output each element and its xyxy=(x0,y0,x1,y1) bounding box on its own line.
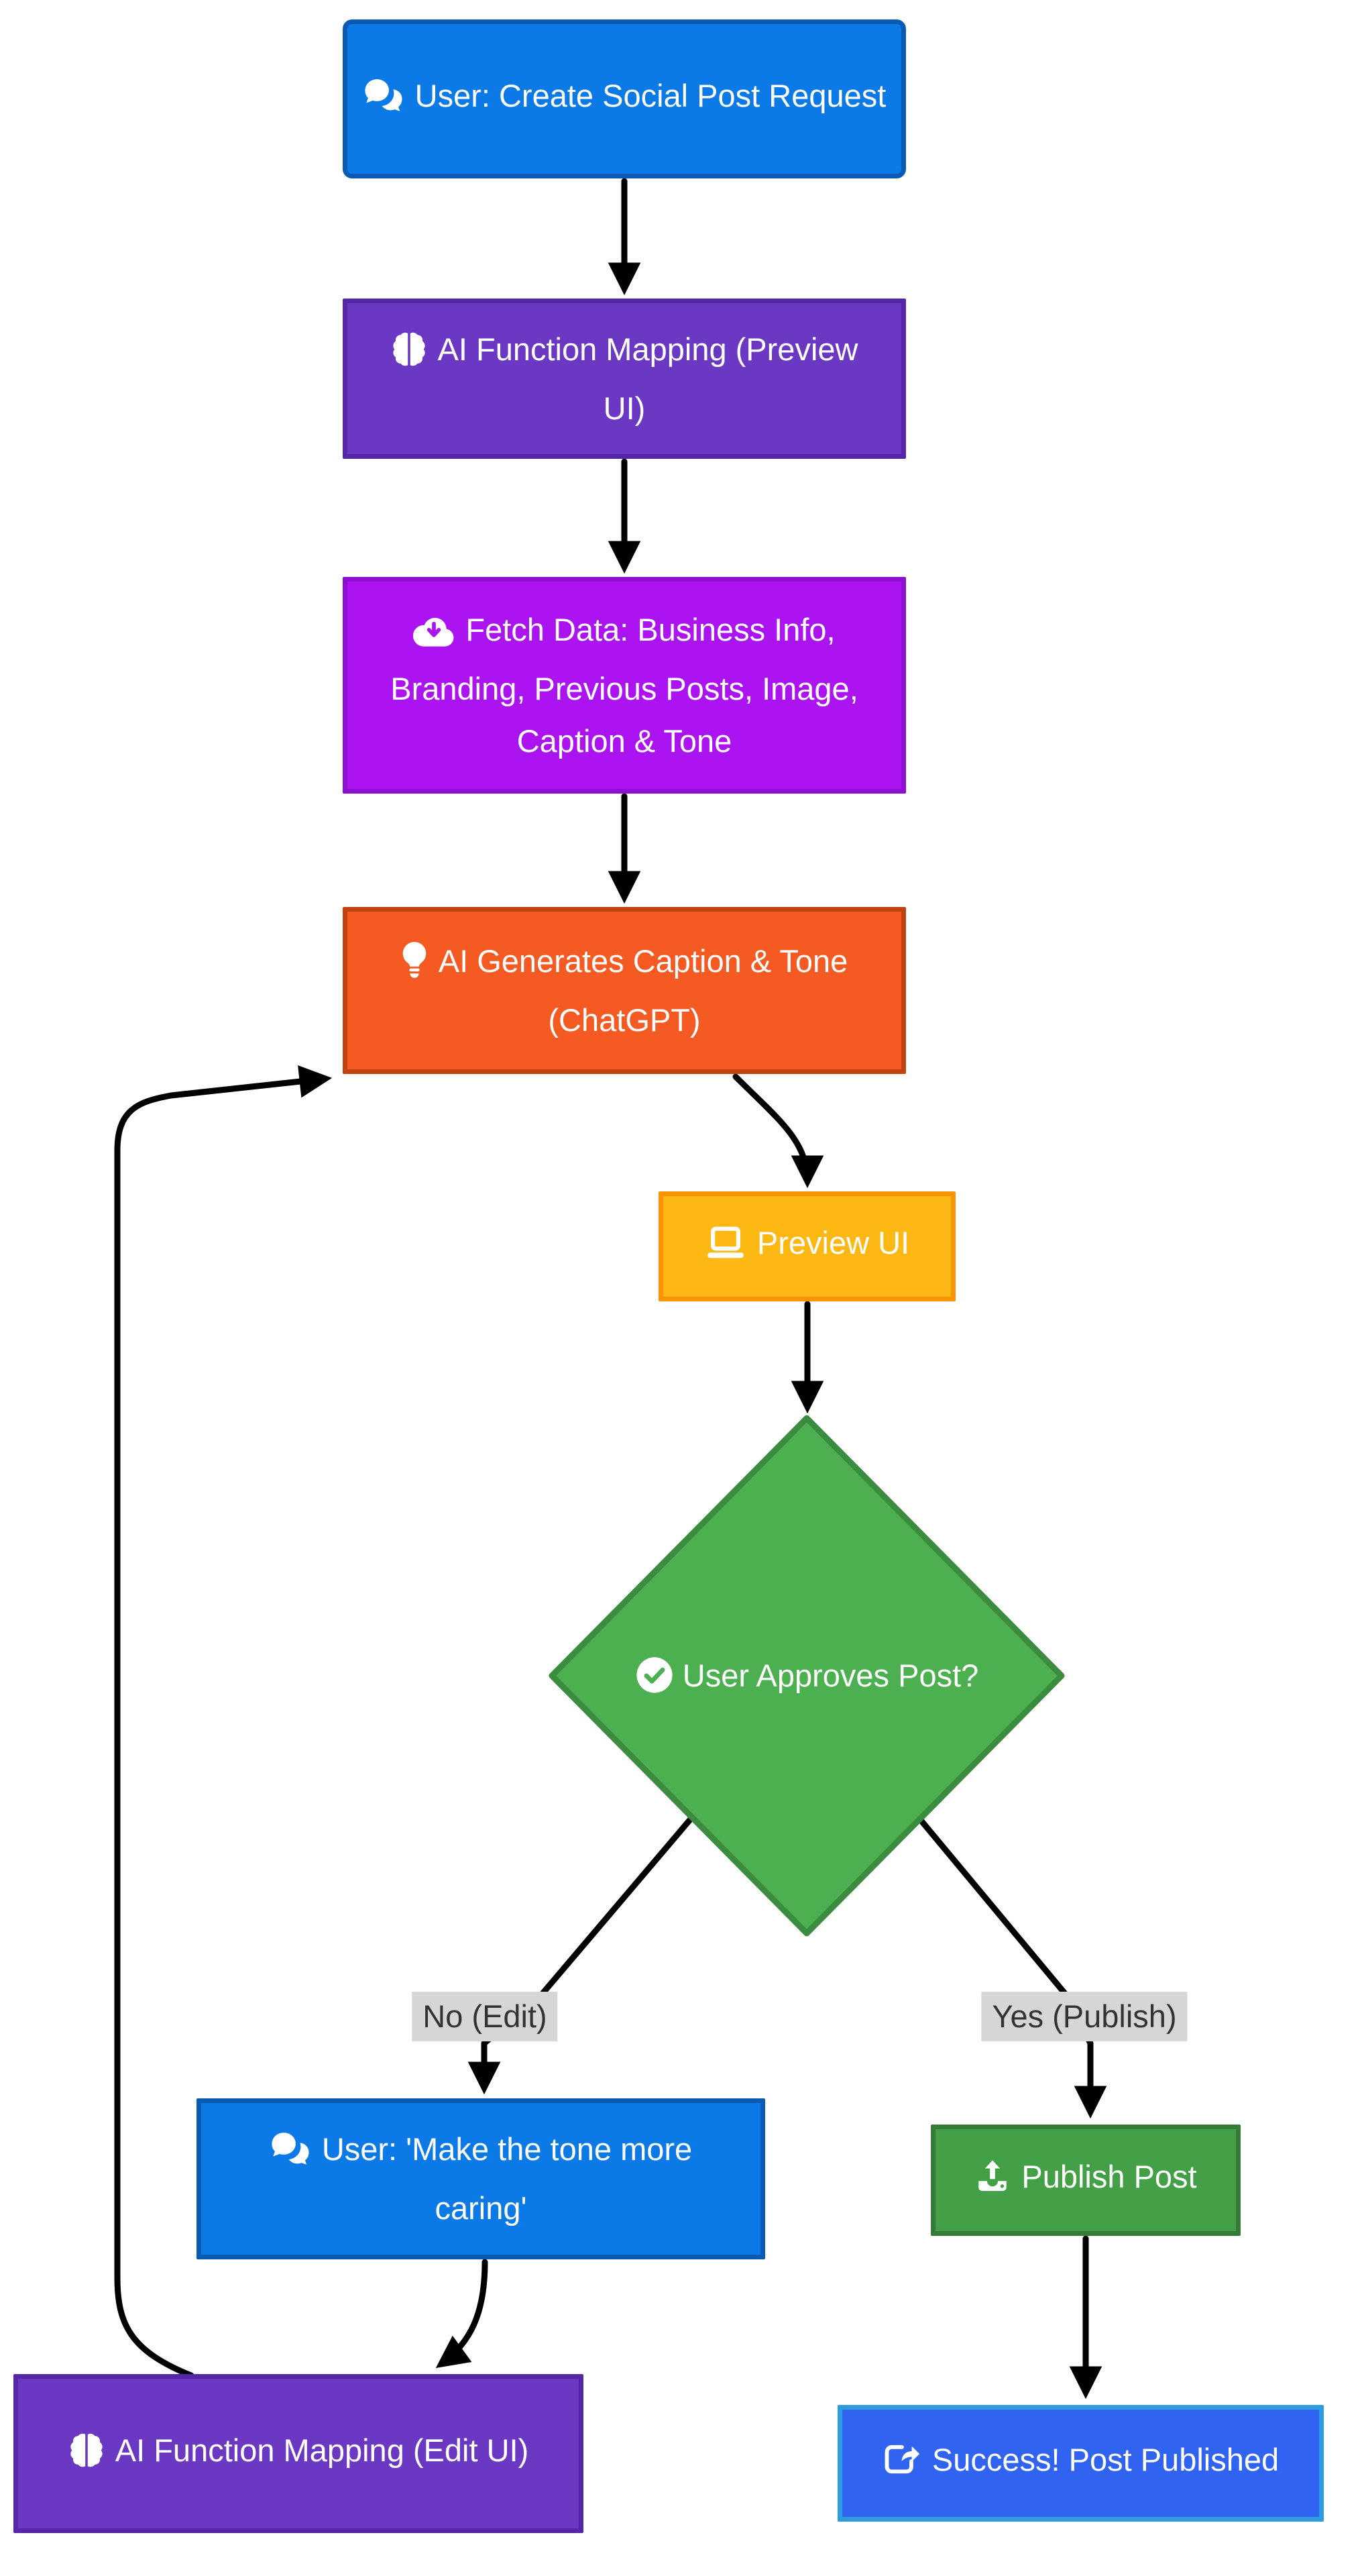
check-circle-icon xyxy=(635,1657,683,1701)
edge-decision-no xyxy=(467,1814,695,2095)
node-request: User: Create Social Post Request xyxy=(343,19,906,178)
node-fetch-data-label: Fetch Data: Business Info, Branding, Pre… xyxy=(390,611,858,759)
node-fetch-data-content: Fetch Data: Business Info, Branding, Pre… xyxy=(363,604,885,767)
node-mapping-preview-content: AI Function Mapping (Preview UI) xyxy=(367,323,881,435)
node-mapping-edit: AI Function Mapping (Edit UI) xyxy=(13,2374,583,2533)
node-publish-post: Publish Post xyxy=(931,2125,1241,2236)
node-preview-ui: Preview UI xyxy=(659,1191,956,1301)
node-edit-request: User: 'Make the tone more caring' xyxy=(196,2098,765,2259)
edge-decision-yes xyxy=(917,1816,1107,2119)
edge-loop-to-generate xyxy=(114,1065,333,2379)
upload-icon xyxy=(974,2157,1011,2210)
node-preview-ui-label: Preview UI xyxy=(756,1225,910,1260)
node-generate-caption-label: AI Generates Caption & Tone (ChatGPT) xyxy=(438,943,848,1038)
node-mapping-preview: AI Function Mapping (Preview UI) xyxy=(343,299,906,459)
node-fetch-data: Fetch Data: Business Info, Branding, Pre… xyxy=(343,577,906,794)
laptop-icon xyxy=(705,1224,746,1276)
node-generate-caption: AI Generates Caption & Tone (ChatGPT) xyxy=(343,907,906,1074)
node-publish-post-content: Publish Post xyxy=(974,2151,1197,2210)
edge-edit-to-mapping-edit xyxy=(435,2259,488,2368)
node-user-approves-diamond xyxy=(549,1415,1065,1937)
cloud-download-icon xyxy=(413,610,455,663)
node-edit-request-content: User: 'Make the tone more caring' xyxy=(220,2123,742,2235)
node-user-approves-text: User Approves Post? xyxy=(682,1658,979,1693)
node-success-content: Success! Post Published xyxy=(883,2434,1279,2493)
node-preview-ui-content: Preview UI xyxy=(705,1217,909,1276)
brain-icon xyxy=(391,329,427,382)
lightbulb-icon xyxy=(401,940,428,994)
node-success-label: Success! Post Published xyxy=(931,2442,1280,2477)
node-request-content: User: Create Social Post Request xyxy=(363,70,887,129)
node-generate-caption-content: AI Generates Caption & Tone (ChatGPT) xyxy=(363,935,885,1046)
node-user-approves-label: User Approves Post? xyxy=(592,1649,1021,1703)
node-edit-request-label: User: 'Make the tone more caring' xyxy=(321,2131,693,2226)
node-success: Success! Post Published xyxy=(838,2405,1324,2522)
edge-generate-to-preview xyxy=(732,1073,824,1189)
share-icon xyxy=(883,2440,921,2493)
comments-icon xyxy=(270,2129,311,2182)
node-publish-post-label: Publish Post xyxy=(1021,2159,1197,2194)
node-mapping-edit-label: AI Function Mapping (Edit UI) xyxy=(115,2432,529,2468)
edge-label-no-edit: No (Edit) xyxy=(412,1992,558,2041)
node-mapping-preview-label: AI Function Mapping (Preview UI) xyxy=(437,331,858,426)
brain-icon xyxy=(68,2430,105,2483)
edge-label-yes-publish: Yes (Publish) xyxy=(981,1992,1188,2041)
node-request-label: User: Create Social Post Request xyxy=(414,77,887,113)
node-mapping-edit-content: AI Function Mapping (Edit UI) xyxy=(68,2424,529,2483)
comments-icon xyxy=(363,76,404,129)
